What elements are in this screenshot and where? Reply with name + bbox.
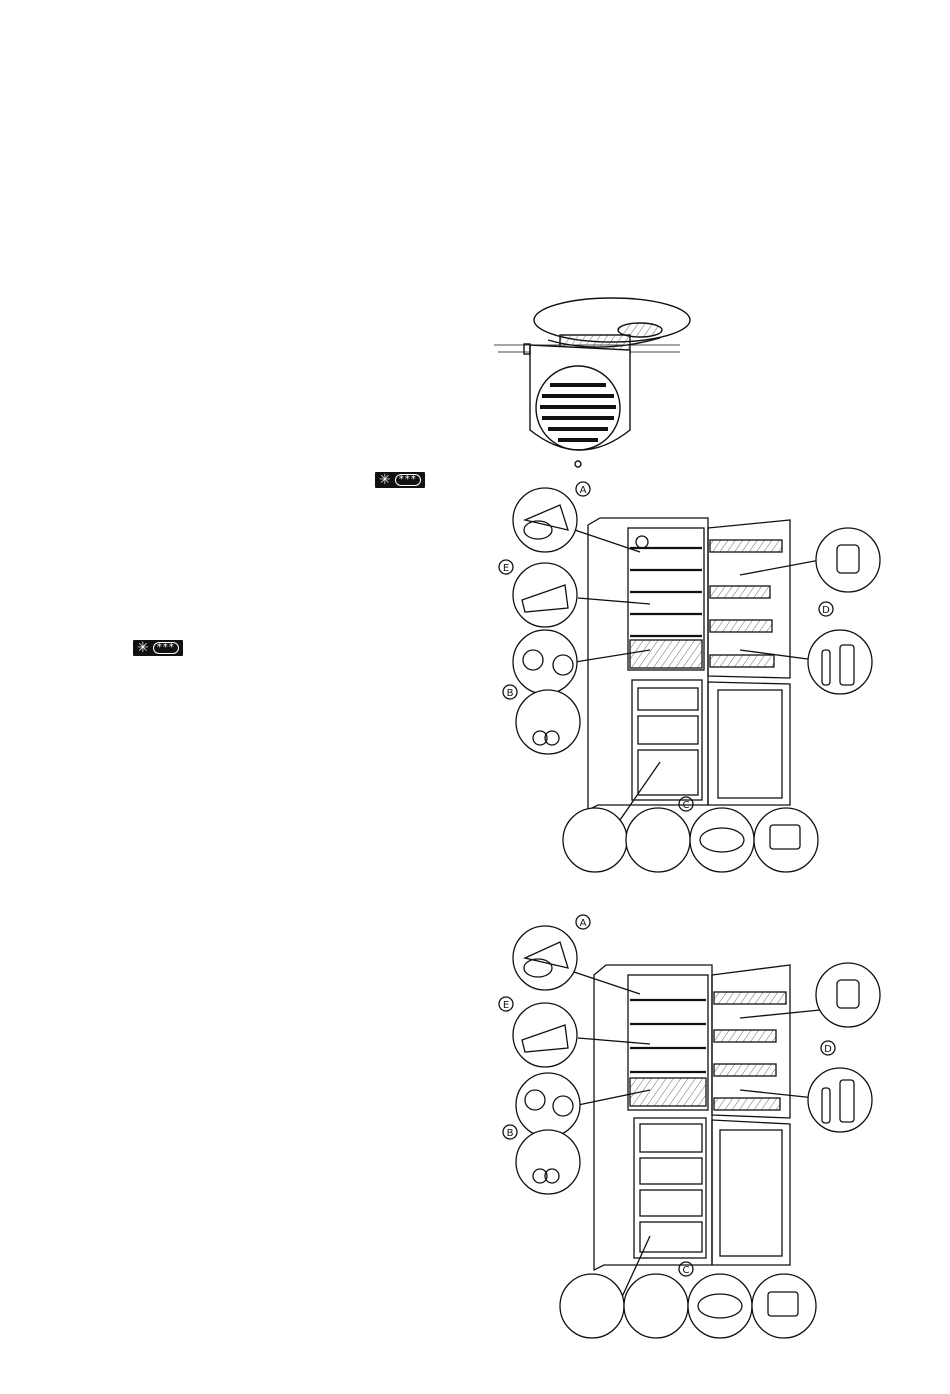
label-c: C xyxy=(683,800,690,811)
label-c: C xyxy=(683,1265,690,1276)
label-d: D xyxy=(822,605,830,616)
label-a: A xyxy=(580,485,587,496)
label-b: B xyxy=(507,1128,514,1139)
label-e: E xyxy=(503,1000,509,1011)
label-a: A xyxy=(580,918,587,929)
fridge-diagram-top xyxy=(499,482,880,872)
label-e: E xyxy=(503,563,509,574)
fan-light-unit-illustration xyxy=(494,298,690,467)
label-d: D xyxy=(824,1044,832,1055)
label-b: B xyxy=(507,688,514,699)
fridge-diagram-bottom xyxy=(499,915,880,1338)
